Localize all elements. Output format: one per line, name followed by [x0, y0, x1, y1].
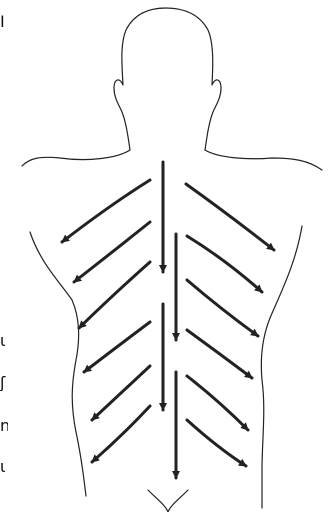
left-diagonal-arrow — [92, 406, 150, 462]
right-side-outline — [261, 226, 302, 508]
edge-text-fragment: ʃ — [0, 375, 8, 391]
right-diagonal-arrow — [186, 184, 274, 250]
left-side-outline — [30, 232, 86, 496]
stroke-arrows — [62, 162, 274, 478]
edge-text-fragment: ι — [0, 459, 8, 475]
edge-text-fragment: ι — [0, 333, 8, 349]
left-diagonal-arrow — [92, 366, 150, 420]
edge-text-fragment: n — [0, 418, 8, 434]
torso-outline — [22, 8, 322, 512]
left-shoulder-outline — [22, 150, 130, 166]
right-shoulder-outline — [205, 150, 322, 170]
right-diagonal-arrow — [187, 376, 248, 430]
lower-back-outline — [148, 490, 188, 512]
right-diagonal-arrow — [187, 420, 246, 466]
right-diagonal-arrow — [187, 330, 252, 378]
left-diagonal-arrow — [84, 322, 150, 372]
edge-text-fragment: I — [0, 14, 10, 30]
left-diagonal-arrow — [79, 262, 150, 328]
right-diagonal-arrow — [187, 280, 258, 336]
right-diagonal-arrow — [187, 236, 262, 292]
head-outline — [114, 8, 221, 150]
